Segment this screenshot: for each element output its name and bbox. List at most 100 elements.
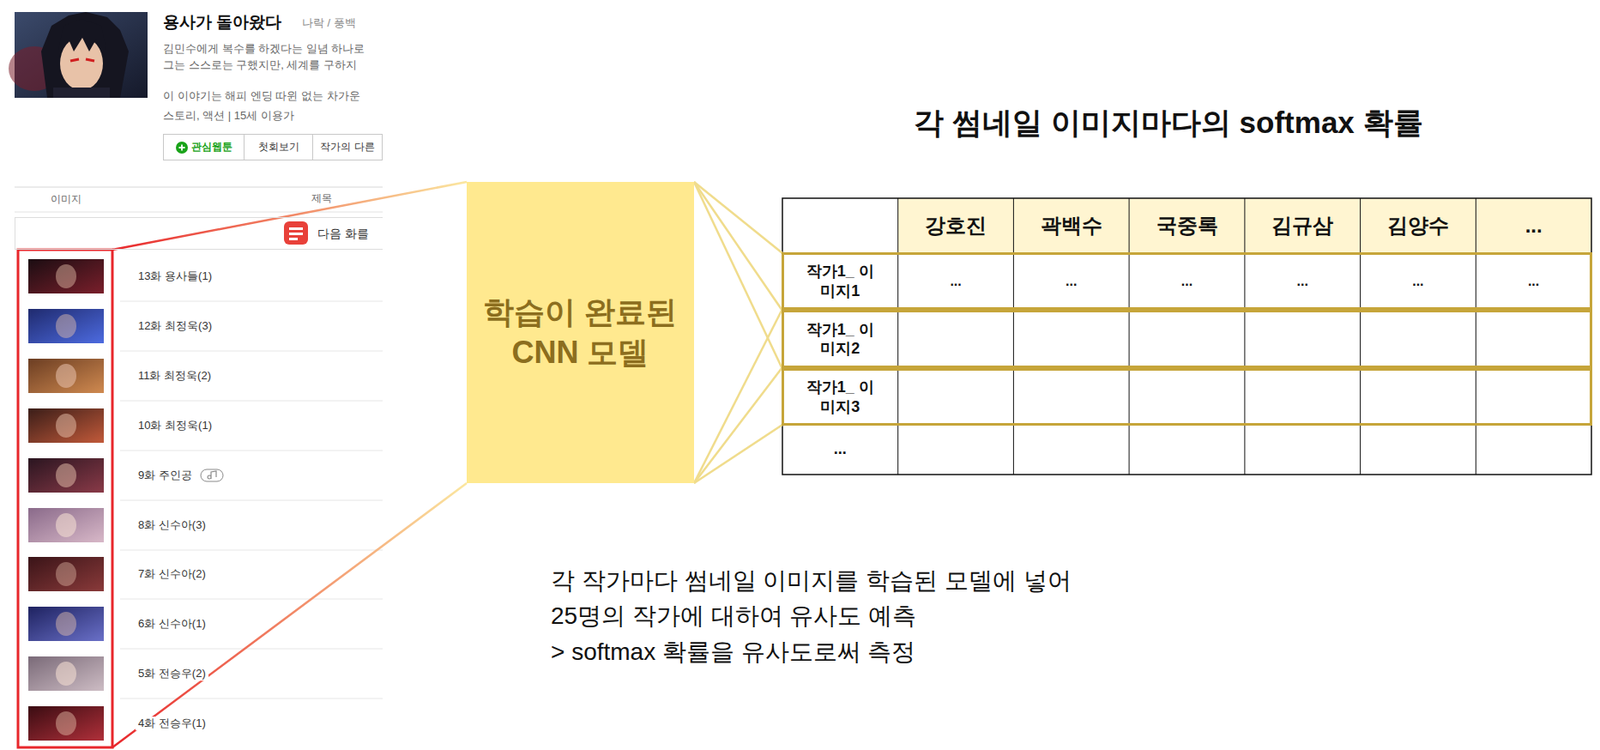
next-episode-icon-mark (289, 237, 298, 241)
button-label: 첫회보기 (258, 140, 300, 153)
note-line: 25명의 작가에 대하여 유사도 예측 (550, 601, 917, 631)
table-grid (782, 424, 1592, 426)
poster-clothes (53, 87, 110, 98)
next-episode-icon-mark (289, 227, 303, 230)
thumbnail-figure (55, 313, 77, 339)
connector-line (694, 424, 783, 484)
row-separator (120, 400, 383, 402)
next-episode-icon-mark (289, 232, 303, 236)
selection-box (18, 249, 113, 748)
thumbnail-figure (55, 413, 77, 438)
poster-face (60, 36, 103, 91)
table-grid (1475, 198, 1477, 475)
header-cell (1129, 198, 1245, 254)
poster-hair (41, 12, 129, 98)
poster-eye (70, 59, 79, 61)
thumbnail-figure (55, 513, 77, 538)
row-separator (120, 549, 383, 551)
table-cell: ... (1360, 253, 1477, 309)
table-grid (782, 309, 1592, 311)
description-line: 이 이야기는 해피 엔딩 따윈 없는 차가운 (163, 89, 361, 103)
episode-thumbnail (28, 358, 104, 393)
button: 관심웹툰 (163, 133, 245, 161)
table-header: 곽백수 (1040, 213, 1103, 239)
episode-title: 8화 신수아(3) (135, 518, 209, 532)
table-border (782, 198, 1592, 475)
thumbnail-figure (55, 463, 77, 488)
table-row: 작가1_ 이미지2 (782, 310, 1592, 368)
author-name: 나락 / 풍백 (301, 16, 357, 31)
row-label: 작가1_ 이미지2 (805, 320, 875, 359)
episode-thumbnail (28, 556, 104, 592)
episode-thumbnail (28, 408, 104, 443)
note-line: > softmax 확률을 유사도로써 측정 (550, 637, 917, 667)
plus-icon-circle (175, 141, 188, 154)
box-label: 학습이 완료된 CNN 모델 (475, 292, 686, 374)
connector-line (694, 367, 783, 484)
table-header: 강호진 (924, 213, 987, 239)
model-box: 학습이 완료된 CNN 모델 (466, 181, 695, 484)
button: 첫회보기 (243, 133, 314, 161)
episode-title: 4화 전승우(1) (135, 716, 209, 731)
row-separator (120, 648, 383, 650)
connector-line (694, 308, 783, 484)
episode-thumbnail (28, 507, 104, 543)
connector-line (694, 181, 783, 254)
episode-title: 6화 신수아(1) (135, 616, 209, 631)
cell-value: ... (1527, 272, 1540, 290)
plus-icon (175, 141, 188, 154)
button: 작가의 다른 (312, 133, 383, 161)
thumbnail-figure (55, 661, 77, 686)
episode-thumbnail (28, 656, 104, 691)
table-cell: 작가1_ 이미지2 (782, 310, 899, 368)
cell-value: ... (1065, 272, 1077, 290)
row-separator (120, 698, 383, 700)
divider-line (14, 187, 383, 188)
thumbnail-figure (55, 561, 77, 586)
table-header: 김양수 (1387, 213, 1450, 239)
header-cell (1360, 198, 1477, 254)
header-cell (1475, 198, 1592, 254)
table-header: ... (1525, 213, 1543, 239)
thumbnail-figure (55, 264, 77, 289)
button-label: 다음 화를 (317, 226, 369, 242)
episode-title: 12화 최정욱(3) (135, 319, 215, 333)
episode-thumbnail (28, 259, 104, 294)
table-cell: ... (833, 440, 847, 459)
plus-icon-cross (178, 144, 185, 151)
row-label: 작가1_ 이미지1 (805, 261, 875, 301)
thumbnail-figure (55, 363, 77, 388)
thumbnail-figure (55, 611, 77, 636)
row-separator (120, 301, 383, 302)
thumbnail-figure (55, 711, 77, 736)
row-label: 작가1_ 이미지3 (805, 377, 875, 417)
table-grid (782, 253, 1592, 254)
table-row: 작가1_ 이미지1.................. (782, 253, 1592, 309)
zoom-line (112, 483, 467, 748)
row-separator (120, 350, 383, 352)
poster-eye (85, 59, 95, 61)
note-line: 각 작가마다 썸네일 이미지를 학습된 모델에 넣어 (550, 566, 1072, 596)
table-grid (1013, 198, 1015, 475)
column-header: 제목 (308, 192, 335, 205)
table-grid (1243, 198, 1245, 475)
header-cell (898, 198, 1015, 254)
table-grid (897, 198, 899, 475)
episode-title: 9화 주인공 (135, 468, 195, 483)
column-header: 이미지 (48, 193, 85, 206)
next-episode-icon (283, 221, 308, 245)
episode-title: 10화 최정욱(1) (135, 418, 215, 433)
button-label: 작가의 다른 (320, 140, 375, 153)
description-line: 김민수에게 복수를 하겠다는 일념 하나로 (163, 42, 365, 56)
cell-value: ... (1296, 272, 1308, 290)
next-episode-bar: 다음 화를 (14, 217, 383, 250)
episode-thumbnail (28, 458, 104, 493)
music-icon-note (207, 470, 217, 479)
table-grid (782, 368, 1592, 369)
divider-line (14, 211, 383, 213)
episode-thumbnail (28, 308, 104, 344)
connector-line (694, 181, 783, 369)
table-header: 김규삼 (1271, 213, 1334, 239)
cell-value: ... (949, 272, 961, 290)
